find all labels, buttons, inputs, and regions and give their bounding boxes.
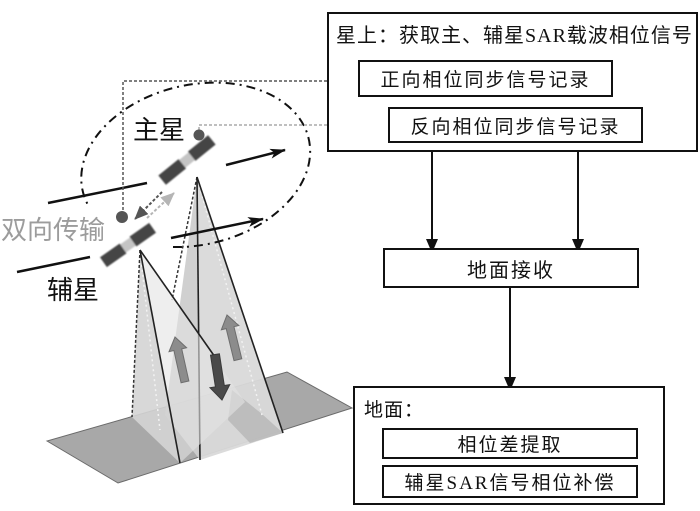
slave-track-arrow <box>170 217 264 240</box>
slave-beam-front-edge <box>139 249 181 464</box>
slave-track-line <box>16 255 91 274</box>
downlink-arrow-icon <box>208 353 231 401</box>
slave-beam-right-edge <box>139 249 216 358</box>
slave-beam-right-face <box>140 250 245 463</box>
master-beam-dotted-edge <box>196 176 263 416</box>
master-to-slave-link-arrow <box>134 191 163 220</box>
slave-beam-left-face <box>132 250 180 463</box>
uplink-arrow-icon <box>168 336 190 384</box>
forward-phase-sync-record-step: 正向相位同步信号记录 <box>358 60 613 97</box>
ground-title: 地面： <box>364 400 425 421</box>
master-track-line <box>47 181 148 205</box>
master-leader-line <box>198 124 327 130</box>
slave-satellite-icon <box>99 222 157 268</box>
slave-beam <box>131 249 245 464</box>
formation-orbit-ellipse <box>80 81 312 249</box>
ground-receive-step: 地面接收 <box>383 248 639 288</box>
master-beam-left-edge <box>171 176 198 301</box>
slave-leader-line <box>122 80 327 213</box>
bidirectional-transmission-label: 双向传输 <box>1 216 105 245</box>
master-beam-right-edge <box>196 176 284 434</box>
onboard-title: 星上：获取主、辅星SAR载波相位信号 <box>336 25 693 47</box>
reverse-phase-sync-record-step: 反向相位同步信号记录 <box>388 107 643 143</box>
slave-to-master-link-arrow <box>146 192 175 219</box>
phase-difference-extraction-step: 相位差提取 <box>382 428 638 459</box>
uplink-arrow-icon <box>220 314 243 362</box>
master-antenna-dot <box>193 129 205 141</box>
master-track-arrow <box>225 148 286 167</box>
slave-sar-phase-compensation-step: 辅星SAR信号相位补偿 <box>382 465 638 498</box>
slave-beam-left-edge <box>131 249 141 418</box>
slave-beam-dotted-edge <box>139 249 161 431</box>
master-satellite-label: 主星 <box>133 116 185 145</box>
master-satellite-icon <box>158 135 216 185</box>
slave-satellite-label: 辅星 <box>47 276 99 305</box>
slave-antenna-dot <box>116 211 128 223</box>
